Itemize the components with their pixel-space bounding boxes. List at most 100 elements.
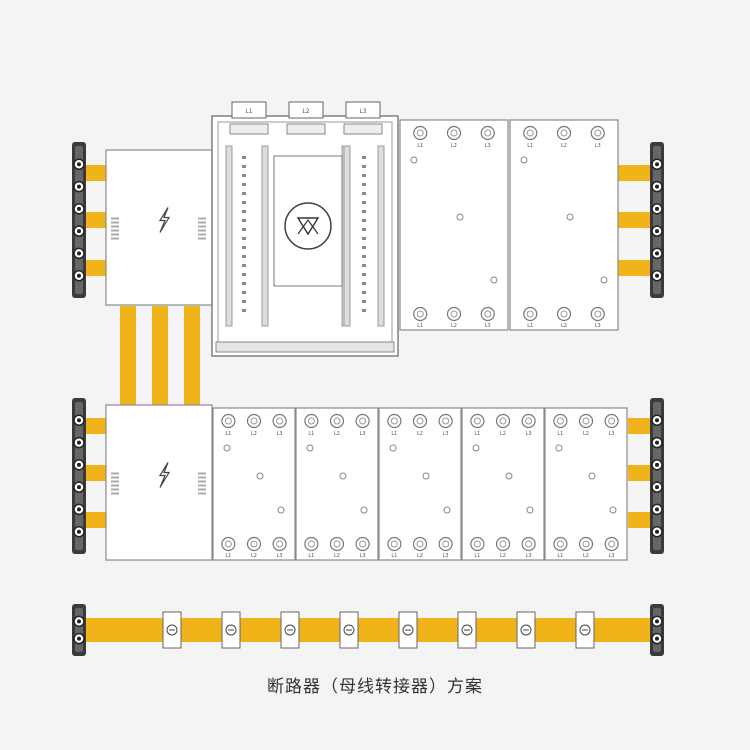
vertical-link-bar (152, 306, 168, 406)
bottom-terminal-label: L1 (225, 553, 231, 559)
vent-slot (198, 217, 206, 220)
bottom-terminal-label: L2 (561, 323, 567, 329)
vertical-link-bar (184, 306, 200, 406)
contact-dot (362, 255, 366, 258)
terminal-screw (246, 536, 262, 552)
contact-dot (242, 237, 246, 240)
adapter-clamp (162, 611, 182, 649)
feed-module-box (105, 404, 213, 561)
terminal-screw-core (307, 540, 315, 548)
indicator-icon (256, 472, 264, 480)
vent-slot (198, 237, 206, 240)
vent-slot (111, 221, 119, 224)
indicator-icon (588, 472, 596, 480)
contact-dot (242, 219, 246, 222)
terminal-screw-core (359, 417, 367, 425)
terminal-screw (412, 536, 428, 552)
terminal-screw-core (594, 310, 602, 318)
terminal-screw (470, 536, 485, 552)
bottom-terminal-label: L2 (451, 323, 457, 329)
terminal-screw-core (525, 417, 533, 425)
terminal-screw (470, 413, 485, 429)
indicator-icon (410, 156, 418, 164)
contact-dot (362, 300, 366, 303)
contact-dot (362, 228, 366, 231)
top-terminal-label: L3 (609, 431, 615, 437)
top-terminal-label: L2 (561, 143, 567, 149)
busbar-layer (86, 165, 652, 642)
clamp-screw (77, 529, 81, 534)
lower-right-rail (650, 398, 664, 554)
terminal-screw (446, 306, 462, 322)
terminal-screw (590, 125, 605, 141)
clamp-screw (655, 462, 659, 467)
contact-dot (242, 192, 246, 195)
clamp-screw (655, 529, 659, 534)
clamp-screw (655, 273, 659, 278)
terminal-screw (413, 125, 428, 141)
top-terminal-label: L2 (451, 143, 457, 149)
top-terminal-label: L1 (417, 143, 423, 149)
diagram-caption: 断路器（母线转接器）方案 (267, 677, 483, 697)
indicator-icon (360, 506, 368, 514)
contact-dot (362, 237, 366, 240)
left-bus-stub (86, 512, 106, 528)
indicator-icon (566, 213, 574, 221)
indicator-icon (505, 472, 513, 480)
terminal-screw (553, 536, 568, 552)
bottom-terminal-label: L3 (595, 323, 601, 329)
terminal-screw (304, 413, 319, 429)
vent-slot (198, 233, 206, 236)
terminal-screw (355, 536, 370, 552)
terminal-screw (604, 413, 619, 429)
bottom-terminal-label: L3 (526, 553, 532, 559)
breaker-rail (225, 145, 233, 327)
upper-right-rail (650, 142, 664, 298)
indicator-icon (339, 472, 347, 480)
left-bus-stub (86, 260, 106, 276)
terminal-screw (387, 413, 402, 429)
terminal-screw-core (450, 129, 458, 137)
bottom-terminal-label: L1 (474, 553, 480, 559)
terminal-screw-core (416, 129, 424, 137)
adapter-clamp (457, 611, 477, 649)
busbar-right-end (650, 604, 664, 656)
bottom-terminal-label: L2 (417, 553, 423, 559)
breaker-housing (544, 407, 628, 561)
terminal-screw (521, 536, 536, 552)
top-terminal-label: L1 (391, 431, 397, 437)
terminal-screw (578, 413, 594, 429)
terminal-screw (355, 413, 370, 429)
contact-dot (242, 291, 246, 294)
top-terminal-label: L1 (225, 431, 231, 437)
terminal-screw (413, 306, 428, 322)
upper-feed-module (105, 149, 213, 306)
vent-slot (111, 217, 119, 220)
terminal-screw (387, 536, 402, 552)
right-bus-stub (628, 418, 652, 434)
vent-slot (111, 488, 119, 491)
top-terminal-label: L1 (474, 431, 480, 437)
bottom-terminal-label: L3 (277, 553, 283, 559)
terminal-cover (286, 123, 326, 135)
contact-dot (362, 183, 366, 186)
vent-slot (198, 221, 206, 224)
breaker-symbol-mark (297, 218, 319, 235)
clamp-screw (77, 206, 81, 211)
terminal-screw (221, 536, 236, 552)
contact-dot (362, 273, 366, 276)
contact-dot (242, 165, 246, 168)
terminal-screw-core (499, 540, 507, 548)
terminal-screw (438, 413, 453, 429)
bottom-terminal-label: L1 (308, 553, 314, 559)
terminal-screw-core (484, 310, 492, 318)
breaker-base-plate (215, 341, 395, 353)
contact-dot (362, 264, 366, 267)
breaker-housing (509, 119, 619, 331)
terminal-screw-core (307, 417, 315, 425)
